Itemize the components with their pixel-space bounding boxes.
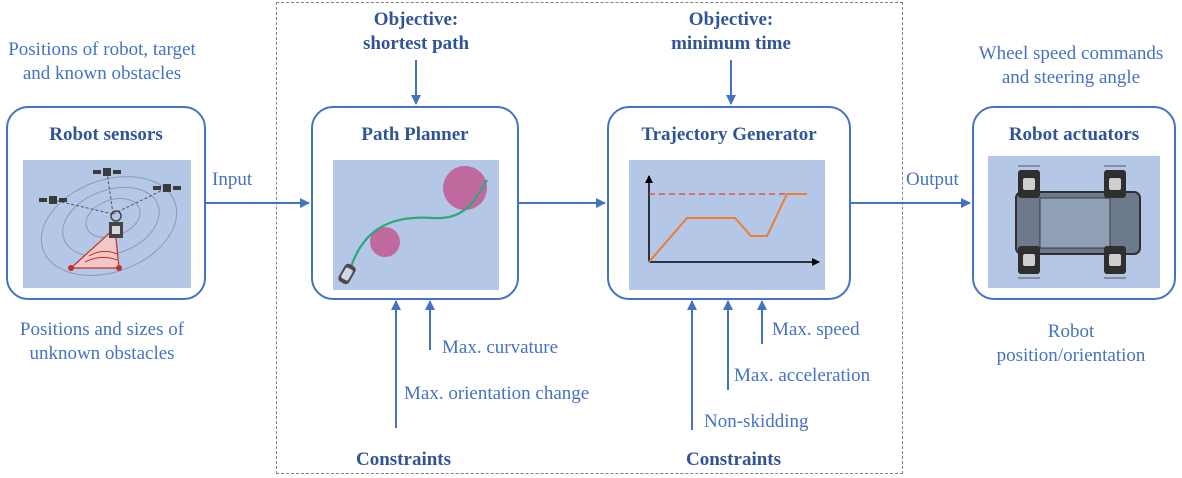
planned-path <box>347 179 488 275</box>
trajectory-illustration <box>629 160 825 290</box>
planner-scene <box>338 166 488 285</box>
left-bottom-text: Positions and sizes of unknown obstacles <box>0 318 204 366</box>
left-top-line-2: and known obstacles <box>22 63 182 84</box>
obstacle-small <box>370 227 400 257</box>
trajectory-objective-line-1: Objective: <box>688 9 774 30</box>
right-bottom-line-1: Robot <box>1047 321 1095 342</box>
trajectory-generator-title: Trajectory Generator <box>641 124 817 145</box>
path-planner-block: Path Planner <box>311 106 519 300</box>
planner-objective: Objective: shortest path <box>316 8 516 56</box>
sensors-scene <box>39 168 181 276</box>
robot-actuators-title: Robot actuators <box>1008 124 1140 145</box>
planning-boundary <box>276 2 903 474</box>
non-skidding-label: Non-skidding <box>704 411 809 432</box>
input-label: Input <box>212 169 253 190</box>
max-speed-label: Max. speed <box>772 319 860 340</box>
max-acceleration-label: Max. acceleration <box>734 365 871 386</box>
speed-profile <box>648 193 807 263</box>
output-label: Output <box>906 169 959 190</box>
sensors-illustration <box>23 160 191 288</box>
left-bottom-line-1: Positions and sizes of <box>19 319 185 340</box>
max-curvature-label: Max. curvature <box>442 337 559 358</box>
planner-objective-line-2: shortest path <box>362 33 470 54</box>
path-planner-title: Path Planner <box>361 124 469 145</box>
left-top-text: Positions of robot, target and known obs… <box>0 38 204 86</box>
robot-actuators-block: Robot actuators <box>972 106 1176 300</box>
vehicle-top-view <box>1015 165 1141 279</box>
trajectory-constraints-label: Constraints <box>686 449 782 470</box>
left-top-line-1: Positions of robot, target <box>8 39 196 60</box>
trajectory-objective-line-2: minimum time <box>671 33 791 54</box>
trajectory-generator-block: Trajectory Generator <box>607 106 851 300</box>
planner-illustration <box>333 160 499 290</box>
trajectory-plot <box>645 175 820 266</box>
satellite-icon <box>39 168 181 204</box>
right-bottom-text: Robot position/orientation <box>960 320 1182 368</box>
actuators-illustration <box>988 156 1160 288</box>
obstacle-large <box>443 166 487 210</box>
robot-sensors-block: Robot sensors <box>6 106 206 300</box>
right-top-text: Wheel speed commands and steering angle <box>960 42 1182 90</box>
planner-constraints-label: Constraints <box>356 449 452 470</box>
right-top-line-2: and steering angle <box>1001 67 1141 88</box>
left-bottom-line-2: unknown obstacles <box>29 343 175 364</box>
max-orientation-label: Max. orientation change <box>404 383 590 404</box>
right-top-line-1: Wheel speed commands <box>978 43 1164 64</box>
trajectory-objective: Objective: minimum time <box>631 8 831 56</box>
robot-sensors-title: Robot sensors <box>49 124 163 145</box>
right-bottom-line-2: position/orientation <box>996 345 1146 366</box>
planner-objective-line-1: Objective: <box>373 9 459 30</box>
car-icon <box>338 263 356 285</box>
robot-icon <box>109 210 123 238</box>
